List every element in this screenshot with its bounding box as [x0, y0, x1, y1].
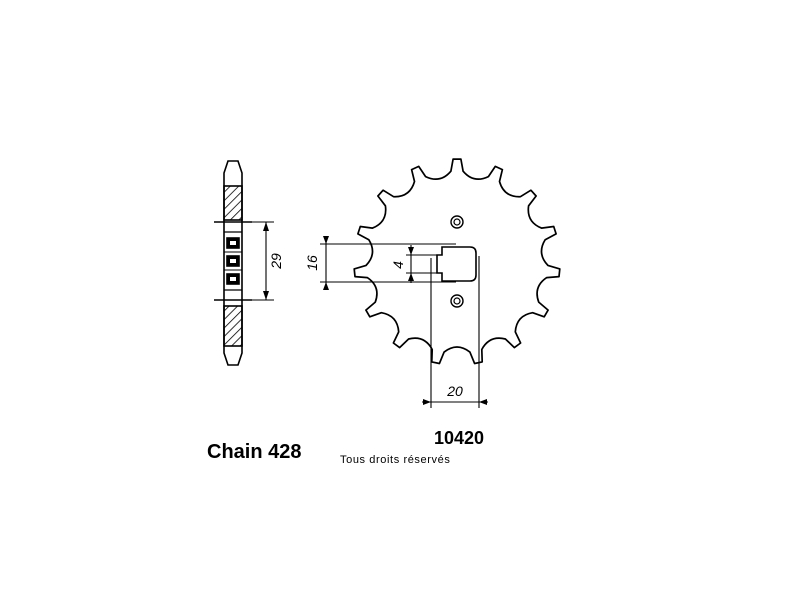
side-profile-outline	[223, 160, 243, 366]
side-profile-hatch-top	[223, 185, 243, 221]
dim-16-label: 16	[304, 255, 320, 271]
copyright-notice: Tous droits réservés	[340, 454, 451, 466]
dim-20-label: 20	[446, 383, 463, 399]
chain-size-label: Chain 428	[207, 441, 302, 463]
dim-29-label: 29	[268, 253, 284, 270]
side-profile-view	[214, 160, 274, 366]
bolt-hole-top	[450, 215, 464, 229]
side-profile-hatch-bottom	[223, 305, 243, 347]
dim-4-label: 4	[390, 261, 406, 269]
sprocket-tooth-outline	[353, 158, 561, 365]
part-number: 10420	[434, 428, 485, 448]
bolt-hole-bottom	[450, 294, 464, 308]
bore-outline	[436, 246, 477, 282]
front-view: 16 4 20	[304, 158, 561, 408]
